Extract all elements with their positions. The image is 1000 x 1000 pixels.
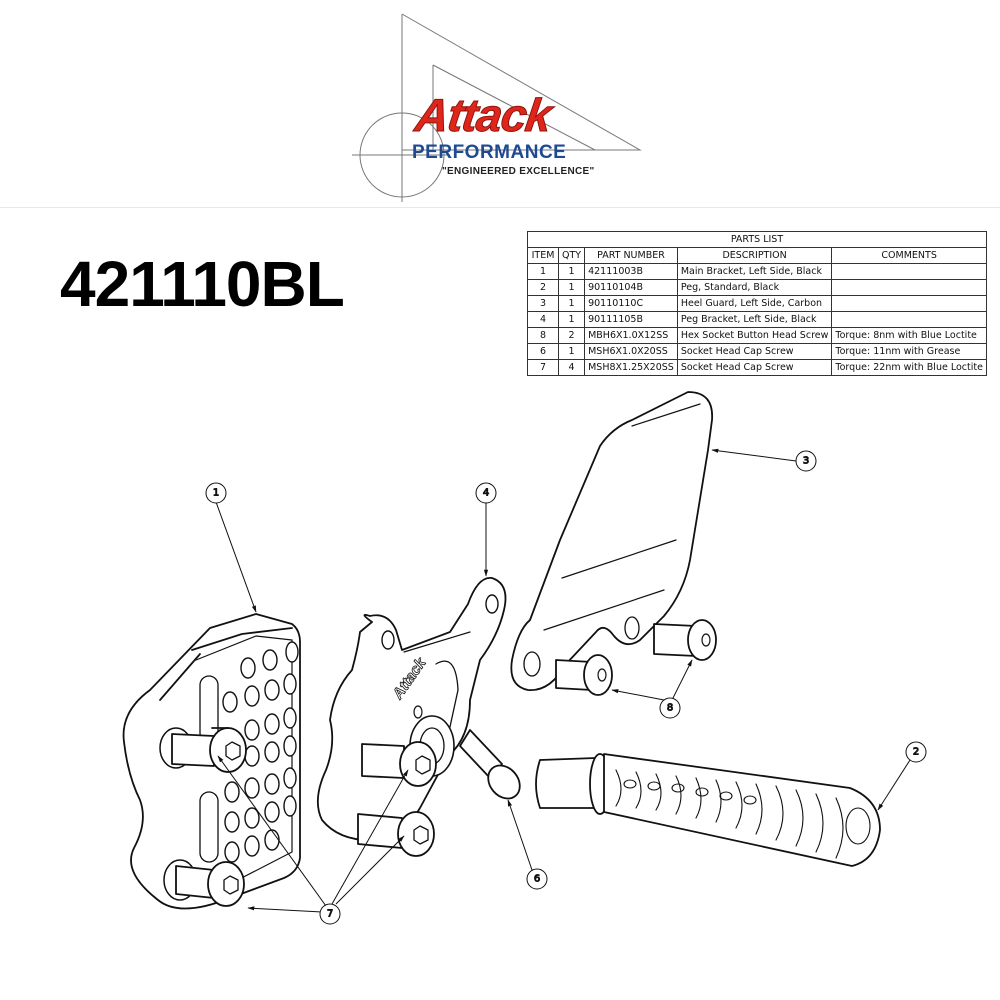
pivot-screw-6 — [459, 729, 521, 800]
cell-description: Socket Head Cap Screw — [676, 343, 833, 360]
svg-text:1: 1 — [213, 488, 219, 499]
drafting-triangle-icon — [352, 13, 642, 202]
parts-list-caption: PARTS LIST — [527, 231, 987, 248]
heel-guard-part — [510, 391, 713, 691]
cell-qty: 1 — [557, 279, 586, 296]
table-row: 4 1 90111105B Peg Bracket, Left Side, Bl… — [527, 311, 987, 328]
cell-description: Peg Bracket, Left Side, Black — [676, 311, 833, 328]
cap-screw-7a — [171, 727, 247, 773]
cell-item: 6 — [527, 343, 559, 360]
cell-qty: 1 — [557, 263, 586, 280]
cell-part-number: MSH6X1.0X20SS — [584, 343, 678, 360]
cell-comments — [831, 279, 987, 296]
column-header-comments: COMMENTS — [831, 247, 987, 264]
callout-7: 7 — [319, 903, 341, 925]
kit-part-number-title: 421110BL — [60, 248, 345, 320]
cell-description: Socket Head Cap Screw — [676, 359, 833, 376]
cell-comments: Torque: 11nm with Grease — [831, 343, 987, 360]
cell-description: Peg, Standard, Black — [676, 279, 833, 296]
exploded-view-drawing: Attack — [122, 391, 927, 925]
table-row: 7 4 MSH8X1.25X20SS Socket Head Cap Screw… — [527, 359, 987, 376]
cell-part-number: 42111003B — [584, 263, 678, 280]
cell-item: 2 — [527, 279, 559, 296]
svg-text:8: 8 — [667, 703, 673, 714]
cell-part-number: MBH6X1.0X12SS — [584, 327, 678, 344]
cell-part-number: 90111105B — [584, 311, 678, 328]
cell-qty: 1 — [557, 343, 586, 360]
cell-comments — [831, 311, 987, 328]
cell-description: Main Bracket, Left Side, Black — [676, 263, 833, 280]
cell-item: 1 — [527, 263, 559, 280]
cap-screw-7c — [361, 741, 437, 787]
svg-text:7: 7 — [327, 909, 333, 920]
table-row: 3 1 90110110C Heel Guard, Left Side, Car… — [527, 295, 987, 312]
cell-qty: 4 — [557, 359, 586, 376]
cap-screw-7b — [175, 861, 245, 907]
callout-6: 6 — [526, 868, 548, 890]
cell-comments — [831, 295, 987, 312]
table-row: 1 1 42111003B Main Bracket, Left Side, B… — [527, 263, 987, 280]
cell-comments — [831, 263, 987, 280]
svg-text:2: 2 — [913, 747, 919, 758]
svg-text:6: 6 — [534, 874, 540, 885]
cell-part-number: 90110110C — [584, 295, 678, 312]
callout-1: 1 — [205, 482, 227, 504]
column-header-qty: QTY — [557, 247, 586, 264]
table-row: 8 2 MBH6X1.0X12SS Hex Socket Button Head… — [527, 327, 987, 344]
cell-description: Hex Socket Button Head Screw — [676, 327, 833, 344]
logo-tagline: "ENGINEERED EXCELLENCE" — [442, 166, 595, 177]
cell-qty: 1 — [557, 295, 586, 312]
callout-4: 4 — [475, 482, 497, 504]
table-row: 6 1 MSH6X1.0X20SS Socket Head Cap Screw … — [527, 343, 987, 360]
callout-2: 2 — [905, 741, 927, 763]
parts-list-caption-row: PARTS LIST — [527, 231, 987, 248]
logo-subbrand-text: PERFORMANCE — [412, 142, 567, 163]
callout-8: 8 — [659, 697, 681, 719]
header-divider — [0, 207, 1000, 208]
column-header-description: DESCRIPTION — [676, 247, 833, 264]
parts-list-header-row: ITEM QTY PART NUMBER DESCRIPTION COMMENT… — [527, 247, 987, 264]
cap-screw-7d — [357, 811, 435, 857]
button-head-screw-8b — [555, 654, 613, 696]
cell-part-number: MSH8X1.25X20SS — [584, 359, 678, 376]
peg-bracket-part: Attack — [316, 577, 507, 842]
button-head-screw-8a — [653, 619, 717, 661]
parts-list-table: PARTS LIST ITEM QTY PART NUMBER DESCRIPT… — [527, 231, 987, 376]
column-header-part-number: PART NUMBER — [584, 247, 678, 264]
cell-item: 8 — [527, 327, 559, 344]
cell-item: 3 — [527, 295, 559, 312]
cell-qty: 1 — [557, 311, 586, 328]
svg-text:3: 3 — [803, 456, 809, 467]
logo-brand-text: Attack — [412, 89, 555, 142]
callout-3: 3 — [795, 450, 817, 472]
cell-comments: Torque: 8nm with Blue Loctite — [831, 327, 987, 344]
cell-part-number: 90110104B — [584, 279, 678, 296]
cell-comments: Torque: 22nm with Blue Loctite — [831, 359, 987, 376]
cell-item: 4 — [527, 311, 559, 328]
table-row: 2 1 90110104B Peg, Standard, Black — [527, 279, 987, 296]
cell-description: Heel Guard, Left Side, Carbon — [676, 295, 833, 312]
svg-text:4: 4 — [483, 488, 489, 499]
peg-part — [535, 753, 881, 867]
attack-performance-logo: Attack PERFORMANCE "ENGINEERED EXCELLENC… — [350, 10, 650, 205]
cell-qty: 2 — [557, 327, 586, 344]
cell-item: 7 — [527, 359, 559, 376]
column-header-item: ITEM — [527, 247, 559, 264]
